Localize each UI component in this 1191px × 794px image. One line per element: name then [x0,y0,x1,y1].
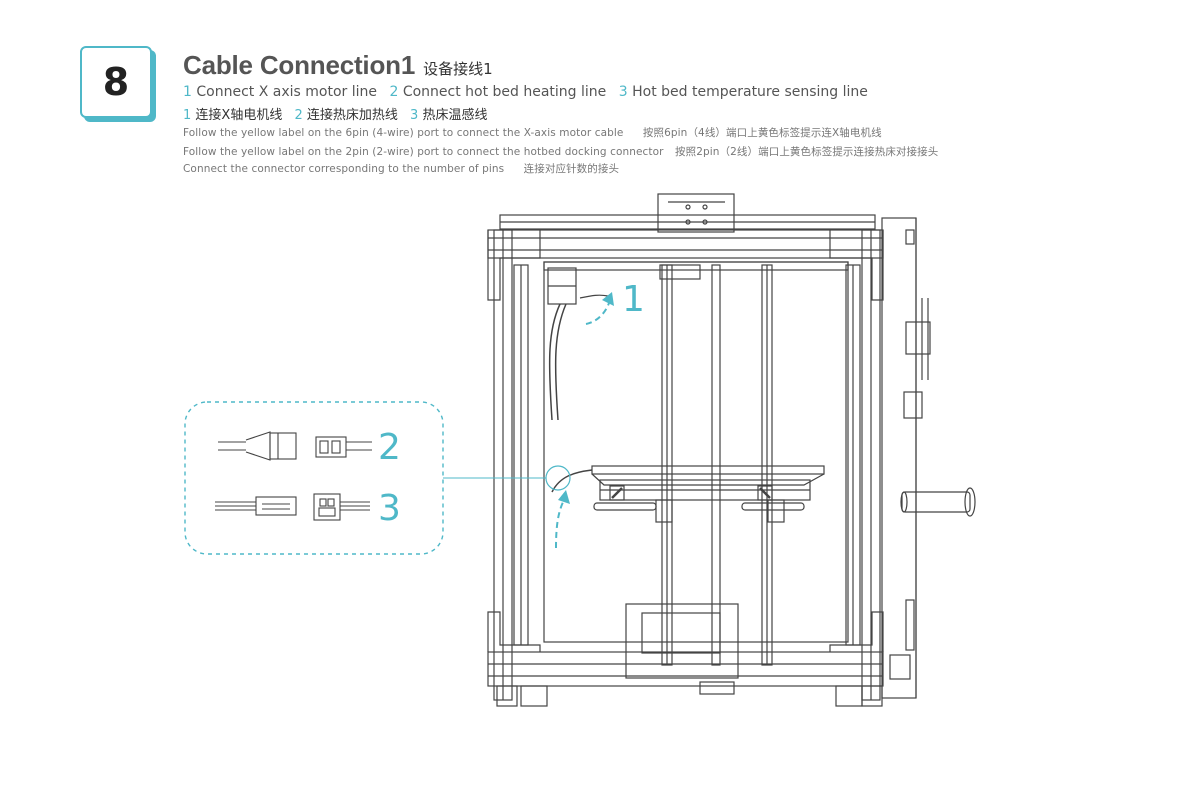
motor-cable-arrowhead [602,292,614,306]
legend-cn-text-3: 热床温感线 [422,108,488,123]
foot-right [861,685,883,707]
lcd-screen [625,603,739,679]
legend-en-text-3: Hot bed temperature sensing line [632,84,868,100]
spool-holder [901,491,971,513]
detail-highlight-circle [545,465,571,491]
callout-1: 1 [622,279,645,320]
legend-en-num-3: 3 [618,84,628,100]
legend-cn-num-3: 3 [410,108,419,123]
legend-cn: 1 连接X轴电机线 2 连接热床加热线 3 热床温感线 [183,104,487,123]
page-title: Cable Connection1 [183,50,416,80]
legend-en-num-1: 1 [183,84,192,100]
legend-en-text-2: Connect hot bed heating line [402,84,607,100]
extruder [905,321,931,355]
connector-3-drawing [215,493,370,521]
note-1-en: Follow the yellow label on the 6pin (4-w… [183,127,624,139]
legend-en-num-2: 2 [389,84,399,100]
heated-bed [591,465,825,475]
top-rail-front [487,229,884,259]
bottom-frame [487,651,884,687]
motor-cable-arrow [585,299,611,325]
foot-left [496,685,518,707]
legend-en: 1 Connect X axis motor line 2 Connect ho… [183,84,868,100]
top-gantry-plate [657,193,735,233]
note-1-cn: 按照6pin（4线）端口上黄色标签提示连X轴电机线 [642,127,882,139]
page-title-cn: 设备接线1 [423,60,493,78]
header: Cable Connection1 设备接线1 [183,50,493,81]
note-3: Connect the connector corresponding to t… [183,161,619,176]
connector-2-drawing [218,431,372,461]
callout-3: 3 [378,488,401,529]
legend-cn-text-1: 连接X轴电机线 [195,108,283,123]
connector-detail-box [184,401,444,555]
bed-cable-arrowhead [558,490,570,504]
side-panel [881,217,917,699]
legend-cn-num-1: 1 [183,108,192,123]
legend-en-text-1: Connect X axis motor line [196,84,377,100]
note-1: Follow the yellow label on the 6pin (4-w… [183,125,882,140]
step-number-badge: 8 [80,46,152,118]
callout-2: 2 [378,427,401,468]
note-2-cn: 按照2pin（2线）端口上黄色标签提示连接热床对接接头 [675,146,939,158]
printer-frame [487,193,976,707]
legend-cn-text-2: 连接热床加热线 [306,108,398,123]
inner-frame [543,261,849,643]
bed-cable-arrow [555,499,565,549]
note-3-cn: 连接对应针数的接头 [523,163,620,175]
note-2: Follow the yellow label on the 2pin (2-w… [183,144,938,159]
note-3-en: Connect the connector corresponding to t… [183,163,505,175]
note-2-en: Follow the yellow label on the 2pin (2-w… [183,146,664,158]
legend-cn-num-2: 2 [294,108,303,123]
